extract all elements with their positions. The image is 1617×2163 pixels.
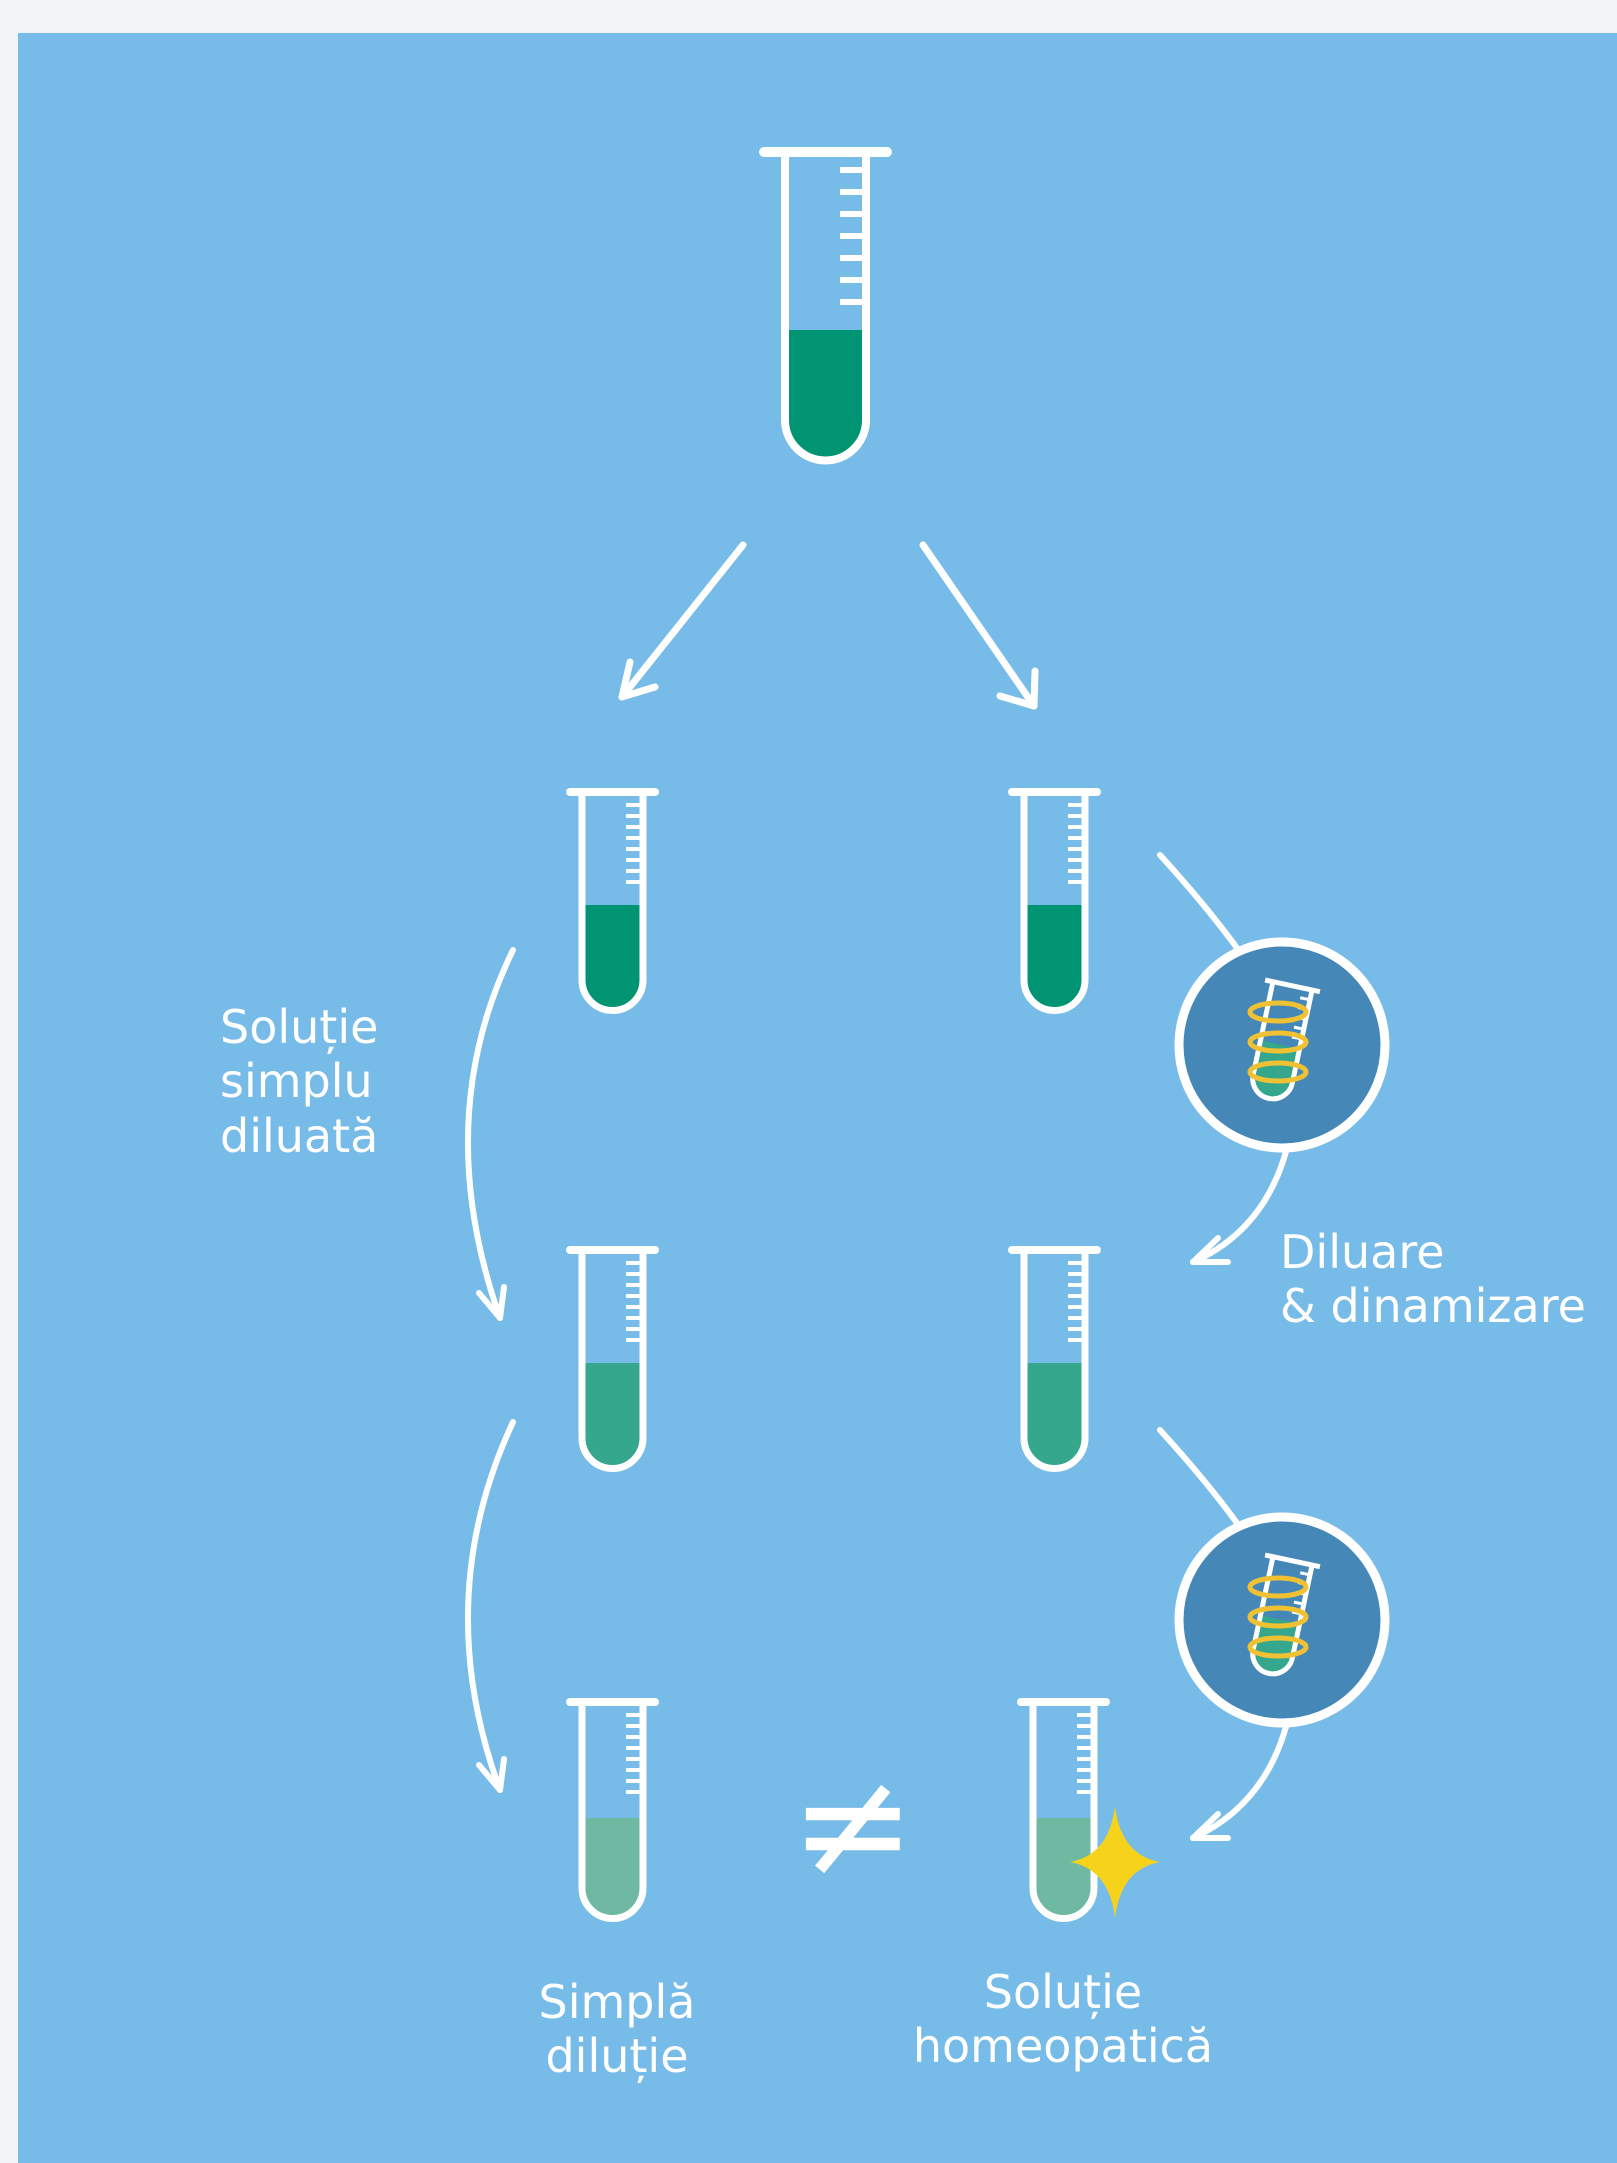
sparkle-icon <box>1070 1806 1160 1918</box>
simple-dilution-label: Simplă diluție <box>538 1975 696 2084</box>
homeopathic-tube-3 <box>1017 1698 1110 1922</box>
dilution-dynamization-label: Diluare & dinamizare <box>1280 1225 1586 1334</box>
homeopathic-solution-label: Soluție homeopatică <box>912 1965 1214 2074</box>
simple-dilution-tube-2 <box>566 1246 659 1472</box>
simple-dilution-tube-3 <box>566 1698 659 1922</box>
simple-dilution-arrow-2 <box>464 1419 516 1793</box>
test-tube-scale <box>840 167 866 305</box>
dynamization-lens-2-icon <box>1174 1512 1390 1728</box>
homeopathic-tube-1 <box>1008 788 1101 1014</box>
not-equal-sign: ≠ <box>790 1738 916 1912</box>
homeopathic-tube-2 <box>1008 1246 1101 1472</box>
simple-dilution-arrow-1 <box>464 947 516 1321</box>
test-tube-liquid <box>785 330 866 461</box>
split-arrow-right <box>919 541 1039 710</box>
split-arrow-left <box>618 541 747 701</box>
simple-diluted-solution-label: Soluție simplu diluată <box>220 1000 379 1163</box>
dynamization-arrow-1 <box>1157 852 1290 1265</box>
dynamization-arrow-2 <box>1157 1427 1290 1841</box>
simple-dilution-tube-1 <box>566 788 659 1014</box>
source-test-tube-icon <box>759 147 892 465</box>
test-tube-outline <box>781 148 870 465</box>
dynamization-lens-1-icon <box>1174 937 1390 1153</box>
